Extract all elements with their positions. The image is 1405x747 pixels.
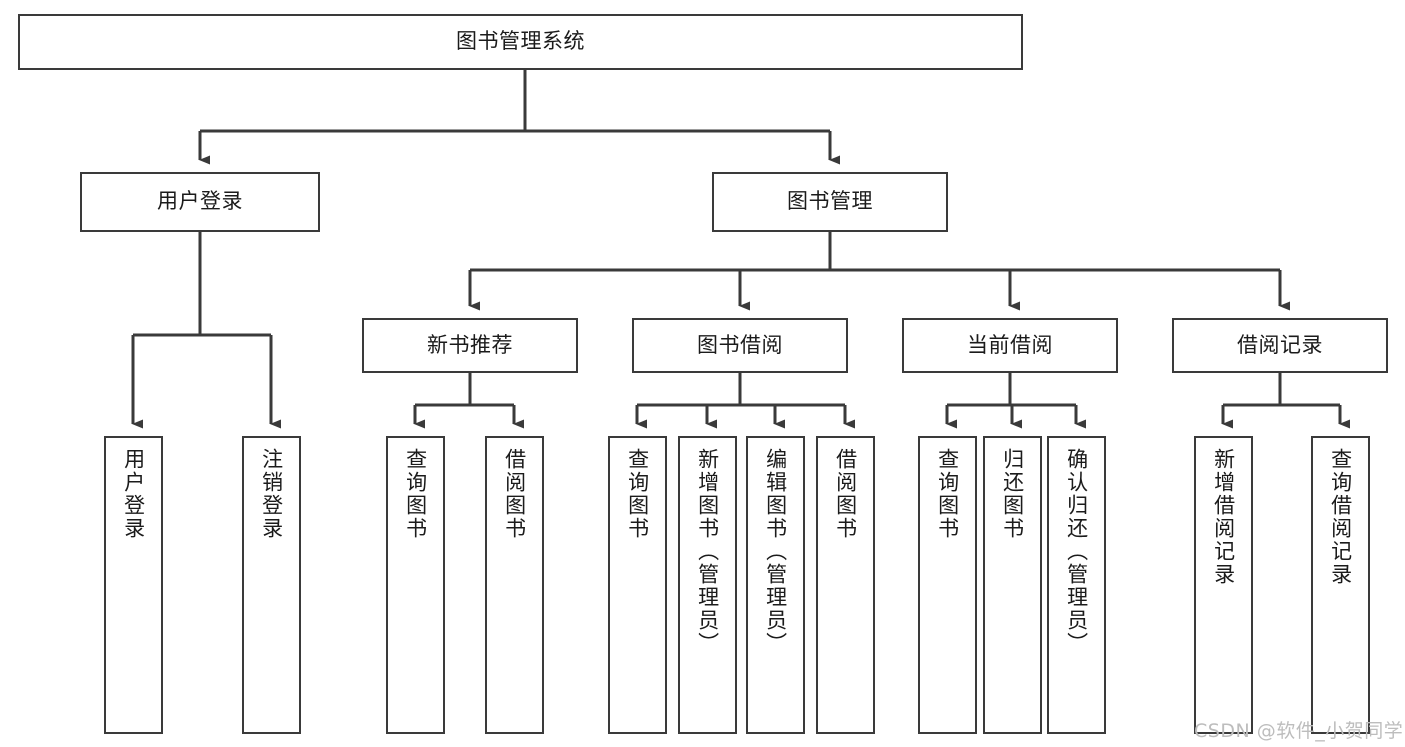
node-root-label: 图书管理系统 [456, 29, 585, 54]
node-book-borrow-label: 图书借阅 [697, 332, 783, 357]
node-current-borrow-label: 当前借阅 [967, 332, 1053, 357]
node-leaf-query-book-1[interactable]: 查询图书 [386, 436, 445, 734]
node-leaf-confirm-return-label: 确认归还（管理员） [1064, 448, 1089, 655]
node-leaf-borrow-book-1[interactable]: 借阅图书 [485, 436, 544, 734]
node-book-manage[interactable]: 图书管理 [712, 172, 948, 232]
node-leaf-add-record-label: 新增借阅记录 [1211, 448, 1236, 586]
node-leaf-user-login[interactable]: 用户登录 [104, 436, 163, 734]
node-leaf-user-login-label: 用户登录 [121, 448, 146, 540]
node-leaf-query-book-2[interactable]: 查询图书 [608, 436, 667, 734]
node-leaf-borrow-book-2-label: 借阅图书 [833, 448, 858, 540]
node-borrow-record-label: 借阅记录 [1237, 332, 1323, 357]
watermark-text: CSDN @软件_小贺同学 [1194, 720, 1404, 742]
node-leaf-edit-book-label: 编辑图书（管理员） [763, 448, 788, 655]
node-user-login[interactable]: 用户登录 [80, 172, 320, 232]
node-book-borrow[interactable]: 图书借阅 [632, 318, 848, 373]
node-leaf-query-record-label: 查询借阅记录 [1328, 448, 1353, 586]
node-leaf-borrow-book-1-label: 借阅图书 [502, 448, 527, 540]
node-leaf-return-book[interactable]: 归还图书 [983, 436, 1042, 734]
node-user-login-label: 用户登录 [157, 189, 243, 214]
node-leaf-query-book-1-label: 查询图书 [403, 448, 428, 540]
node-leaf-query-book-2-label: 查询图书 [625, 448, 650, 540]
node-new-book-recommend[interactable]: 新书推荐 [362, 318, 578, 373]
node-borrow-record[interactable]: 借阅记录 [1172, 318, 1388, 373]
node-root[interactable]: 图书管理系统 [18, 14, 1023, 70]
node-leaf-add-book[interactable]: 新增图书（管理员） [678, 436, 737, 734]
node-leaf-add-book-label: 新增图书（管理员） [695, 448, 720, 655]
node-leaf-logout-login-label: 注销登录 [259, 448, 284, 540]
node-leaf-confirm-return[interactable]: 确认归还（管理员） [1047, 436, 1106, 734]
node-leaf-query-book-3[interactable]: 查询图书 [918, 436, 977, 734]
node-leaf-query-book-3-label: 查询图书 [935, 448, 960, 540]
node-leaf-query-record[interactable]: 查询借阅记录 [1311, 436, 1370, 734]
node-leaf-add-record[interactable]: 新增借阅记录 [1194, 436, 1253, 734]
node-book-manage-label: 图书管理 [787, 189, 873, 214]
node-new-book-recommend-label: 新书推荐 [427, 332, 513, 357]
node-leaf-edit-book[interactable]: 编辑图书（管理员） [746, 436, 805, 734]
node-current-borrow[interactable]: 当前借阅 [902, 318, 1118, 373]
node-leaf-borrow-book-2[interactable]: 借阅图书 [816, 436, 875, 734]
node-leaf-return-book-label: 归还图书 [1000, 448, 1025, 540]
node-leaf-logout-login[interactable]: 注销登录 [242, 436, 301, 734]
